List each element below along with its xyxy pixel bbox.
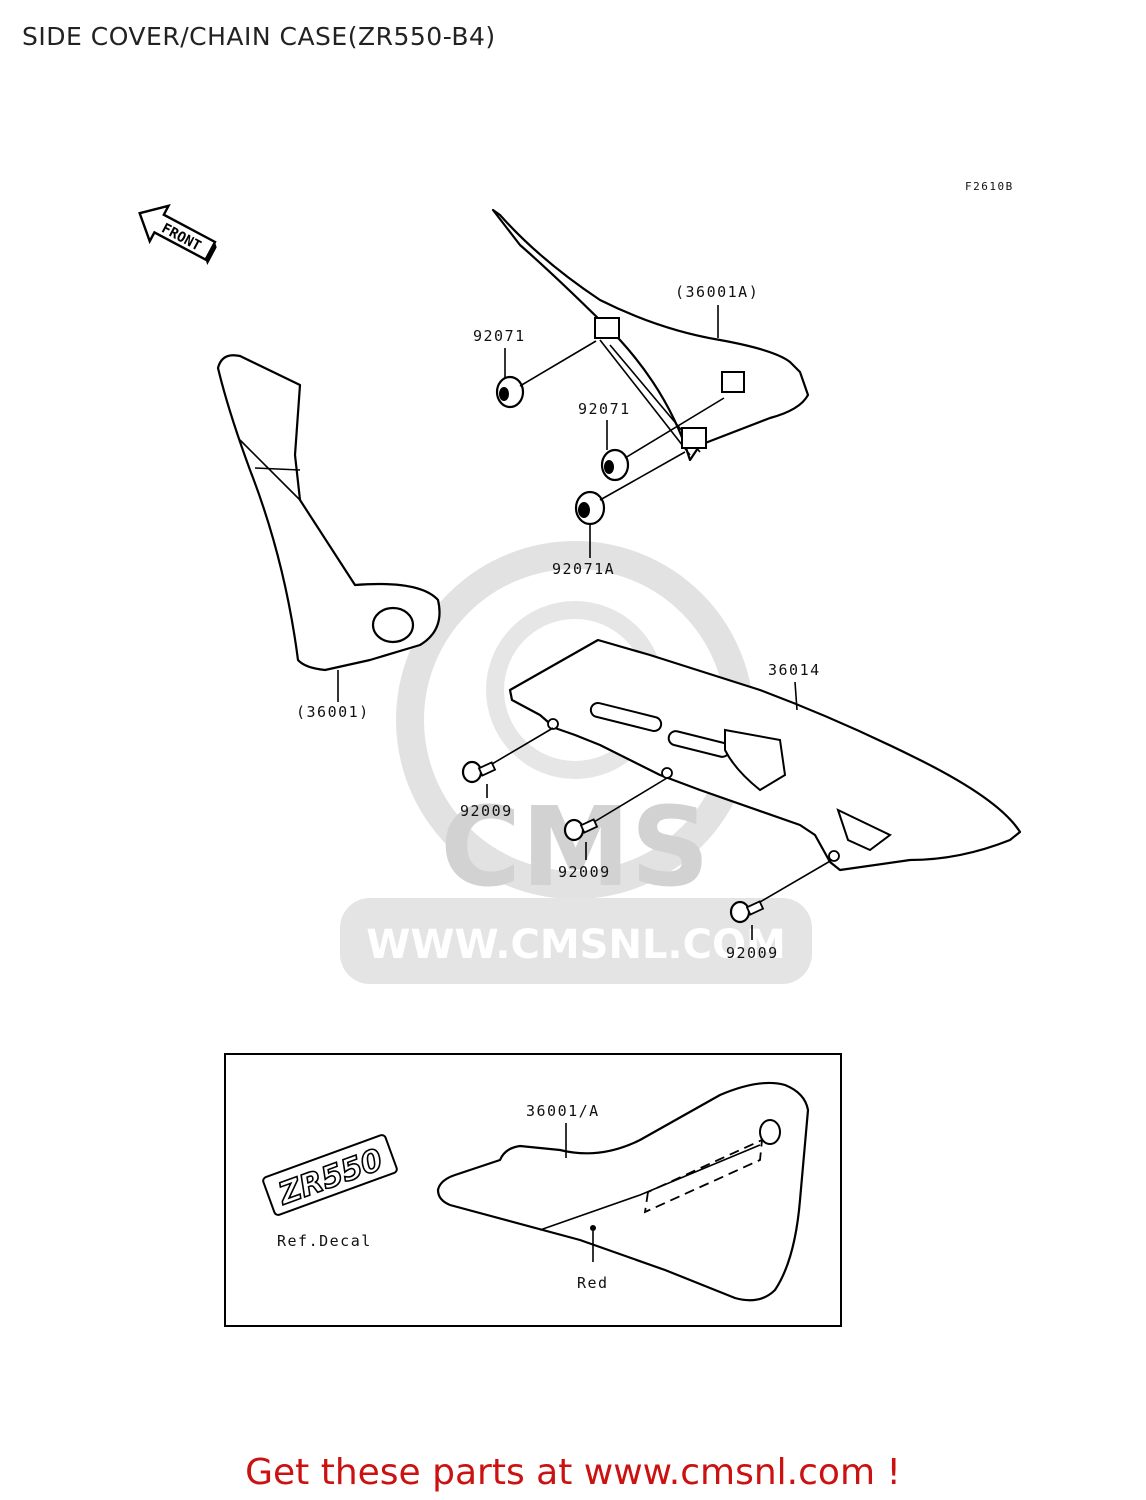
screw-92009-right [729, 900, 765, 924]
side-cover-inset [436, 1081, 810, 1302]
label-36001A: (36001A) [675, 283, 759, 301]
inset-box [224, 1053, 842, 1327]
side-cover-36001 [216, 354, 441, 672]
label-red: Red [577, 1274, 609, 1292]
label-92071-upper: 92071 [473, 327, 526, 345]
grommet-92071A [574, 490, 606, 526]
front-arrow-icon: FRONT [138, 204, 217, 266]
label-92071-middle: 92071 [578, 400, 631, 418]
label-36001-A: 36001/A [526, 1102, 600, 1120]
footer-link[interactable]: Get these parts at www.cmsnl.com ! [245, 1452, 901, 1493]
side-cover-36001A [491, 208, 810, 462]
zr550-decal: ZR550 [262, 1134, 398, 1216]
label-36001: (36001) [296, 703, 370, 721]
watermark-url: WWW.CMSNL.COM [366, 922, 786, 968]
figure-code: F2610B [965, 180, 1014, 193]
label-92009-right: 92009 [726, 944, 779, 962]
screw-92009-middle [563, 818, 599, 842]
label-ref-decal: Ref.Decal [277, 1232, 372, 1250]
label-92009-middle: 92009 [558, 863, 611, 881]
grommet-92071-upper [495, 375, 525, 409]
label-92071A: 92071A [552, 560, 615, 578]
chain-case-36014 [508, 638, 1022, 872]
screw-92009-left [461, 760, 497, 784]
page-title: SIDE COVER/CHAIN CASE(ZR550-B4) [22, 22, 496, 51]
label-92009-left: 92009 [460, 802, 513, 820]
grommet-92071-middle [600, 448, 630, 482]
label-36014: 36014 [768, 661, 821, 679]
watermark: CMS WWW.CMSNL.COM [340, 541, 812, 984]
watermark-logo: CMS [440, 783, 709, 911]
